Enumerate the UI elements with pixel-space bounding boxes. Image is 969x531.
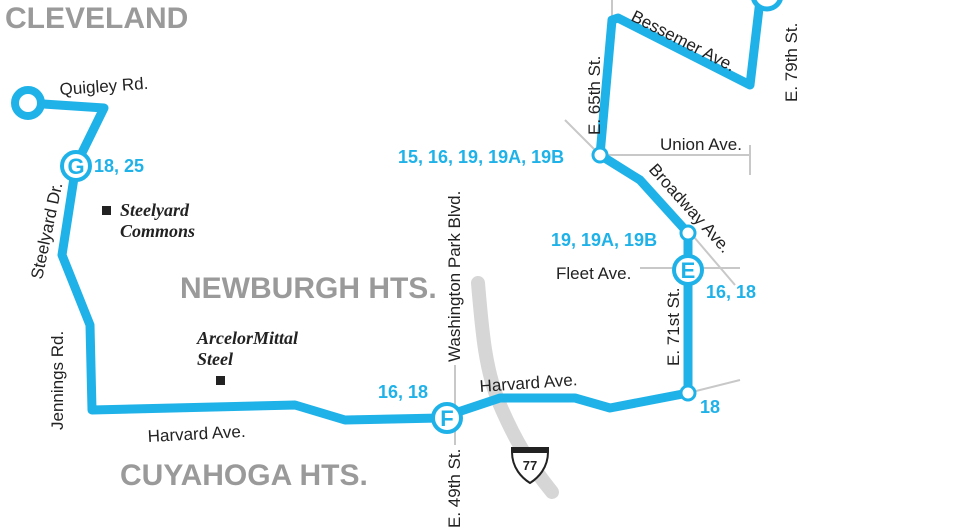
place-arcelormittal: ArcelorMittal Steel xyxy=(196,328,298,385)
station-E-letter: E xyxy=(681,258,696,283)
label-steelyard-1: Steelyard xyxy=(120,200,190,220)
label-e71: E. 71st St. xyxy=(664,288,683,366)
label-harvard-west: Harvard Ave. xyxy=(147,422,246,446)
harvard-e71-line xyxy=(687,379,741,394)
label-arcelor-2: Steel xyxy=(197,349,233,369)
station-F-letter: F xyxy=(440,406,453,431)
station-G[interactable]: G xyxy=(60,150,92,182)
arcelor-marker-icon xyxy=(216,376,225,385)
place-steelyard-commons: Steelyard Commons xyxy=(102,200,195,241)
routes-harvard-e71: 18 xyxy=(700,397,720,417)
label-bessemer: Bessemer Ave. xyxy=(628,7,738,76)
interstate-77-shield-icon: 77 xyxy=(511,447,549,485)
label-fleet: Fleet Ave. xyxy=(556,264,631,283)
stop-union-ave[interactable] xyxy=(591,146,609,164)
label-union: Union Ave. xyxy=(660,135,742,154)
station-G-letter: G xyxy=(67,154,84,179)
label-e65: E. 65th St. xyxy=(585,56,604,135)
bus-route-line xyxy=(23,0,765,425)
routes-union-ave: 15, 16, 19, 19A, 19B xyxy=(398,147,564,167)
station-G-circle xyxy=(60,150,92,182)
steelyard-commons-marker-icon xyxy=(102,206,111,215)
interstate-77-number: 77 xyxy=(523,458,537,473)
street-lines xyxy=(454,0,751,445)
label-e79: E. 79th St. xyxy=(782,23,801,102)
station-E[interactable]: E xyxy=(672,254,704,286)
station-E-circle xyxy=(672,254,704,286)
routes-station-E: 16, 18 xyxy=(706,282,756,302)
stop-broadway-e71[interactable] xyxy=(679,224,697,242)
label-washington-park: Washington Park Blvd. xyxy=(445,191,464,362)
label-steelyard: Steelyard Dr. xyxy=(27,181,66,281)
station-F-circle xyxy=(431,402,463,434)
area-newburgh: NEWBURGH HTS. xyxy=(180,272,437,305)
stop-harvard-e71[interactable] xyxy=(679,384,697,402)
stop-top-right[interactable] xyxy=(751,0,783,12)
label-steelyard-2: Commons xyxy=(120,221,195,241)
label-arcelor-1: ArcelorMittal xyxy=(196,328,298,348)
label-jennings: Jennings Rd. xyxy=(48,331,67,430)
station-F[interactable]: F xyxy=(431,402,463,434)
label-e49: E. 49th St. xyxy=(445,449,464,528)
area-cleveland: CLEVELAND xyxy=(5,2,188,35)
routes-station-F: 16, 18 xyxy=(378,382,428,402)
route-terminus[interactable] xyxy=(11,86,45,120)
routes-station-G: 18, 25 xyxy=(94,156,144,176)
broadway-ext-line xyxy=(687,229,736,286)
label-quigley: Quigley Rd. xyxy=(59,74,149,99)
routes-broadway: 19, 19A, 19B xyxy=(551,230,657,250)
area-cuyahoga: CUYAHOGA HTS. xyxy=(120,459,368,492)
